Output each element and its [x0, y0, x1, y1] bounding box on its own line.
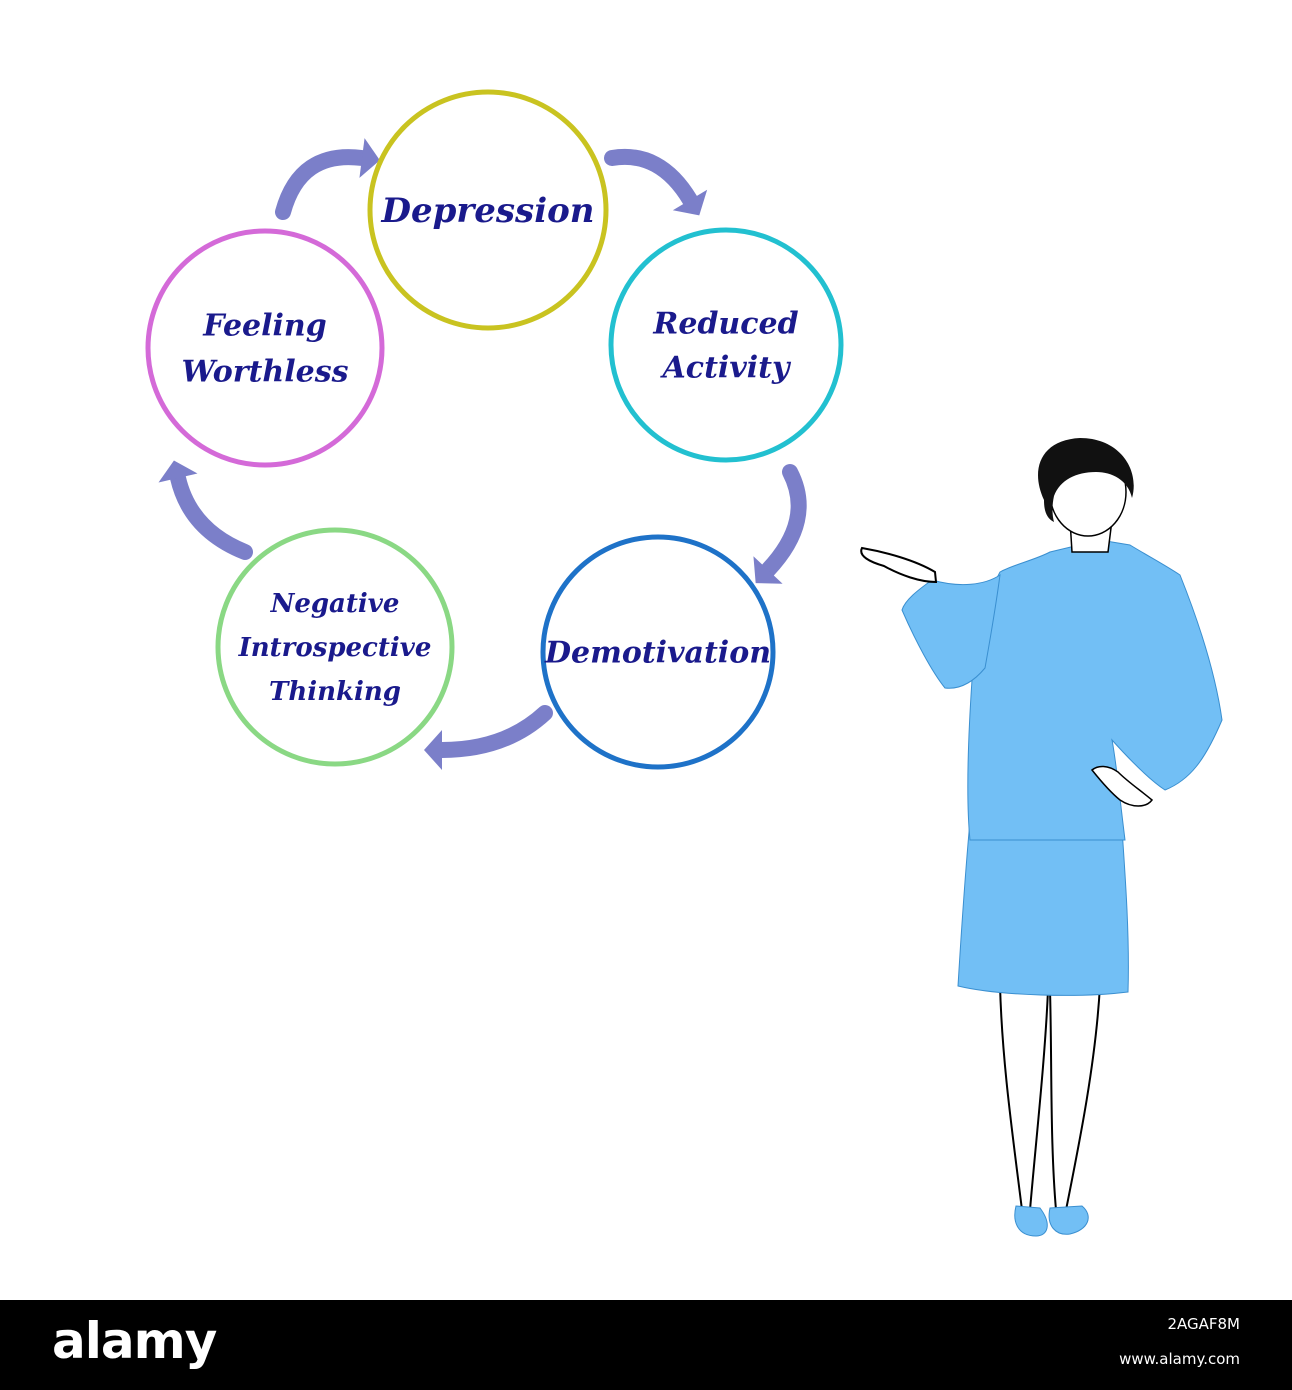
arrow-head: [158, 460, 198, 483]
businesswoman-figure: [860, 438, 1223, 1237]
raised-arm: [901, 573, 1001, 689]
node-circle: [215, 527, 455, 767]
node-depression: Depression: [367, 89, 609, 331]
left-leg: [999, 984, 1049, 1211]
node-label: Negative: [270, 589, 400, 619]
node-label: Feeling: [202, 309, 326, 344]
node-circle: [608, 227, 844, 463]
left-shoe: [1014, 1205, 1048, 1237]
arrow-head: [359, 138, 380, 178]
brand-logo: alamy: [52, 1312, 217, 1370]
node-label: Activity: [660, 351, 792, 386]
node-circle: [145, 228, 385, 468]
node-circle: [540, 534, 776, 770]
node-circle: [367, 89, 609, 331]
image-code: 2AGAF8M: [1167, 1315, 1240, 1333]
skirt: [957, 799, 1129, 996]
arrow-head: [672, 189, 708, 216]
right-shoe: [1048, 1205, 1089, 1235]
cycle-arrows: [158, 138, 807, 770]
cycle-arrow: [275, 149, 370, 220]
jacket: [967, 539, 1223, 841]
node-label: Worthless: [182, 355, 349, 390]
raised-hand: [860, 546, 938, 584]
cycle-arrow: [604, 149, 698, 208]
right-leg: [1049, 984, 1101, 1211]
node-label: Demotivation: [544, 636, 771, 671]
cycle-arrow: [434, 705, 553, 758]
node-label: Thinking: [269, 677, 401, 707]
arrow-head: [753, 556, 783, 584]
site-url: www.alamy.com: [1119, 1350, 1240, 1368]
arrow-head: [424, 730, 442, 770]
cycle-arrow: [760, 464, 807, 578]
node-label: Reduced: [652, 307, 798, 342]
footer-bar: alamy 2AGAF8M www.alamy.com: [0, 1300, 1292, 1390]
node-demotivation: Demotivation: [540, 534, 776, 770]
node-label: Introspective: [238, 633, 432, 663]
cycle-arrow: [170, 470, 253, 560]
hip-hand: [1090, 765, 1154, 807]
hair: [1038, 438, 1134, 522]
node-label: Depression: [380, 191, 594, 231]
